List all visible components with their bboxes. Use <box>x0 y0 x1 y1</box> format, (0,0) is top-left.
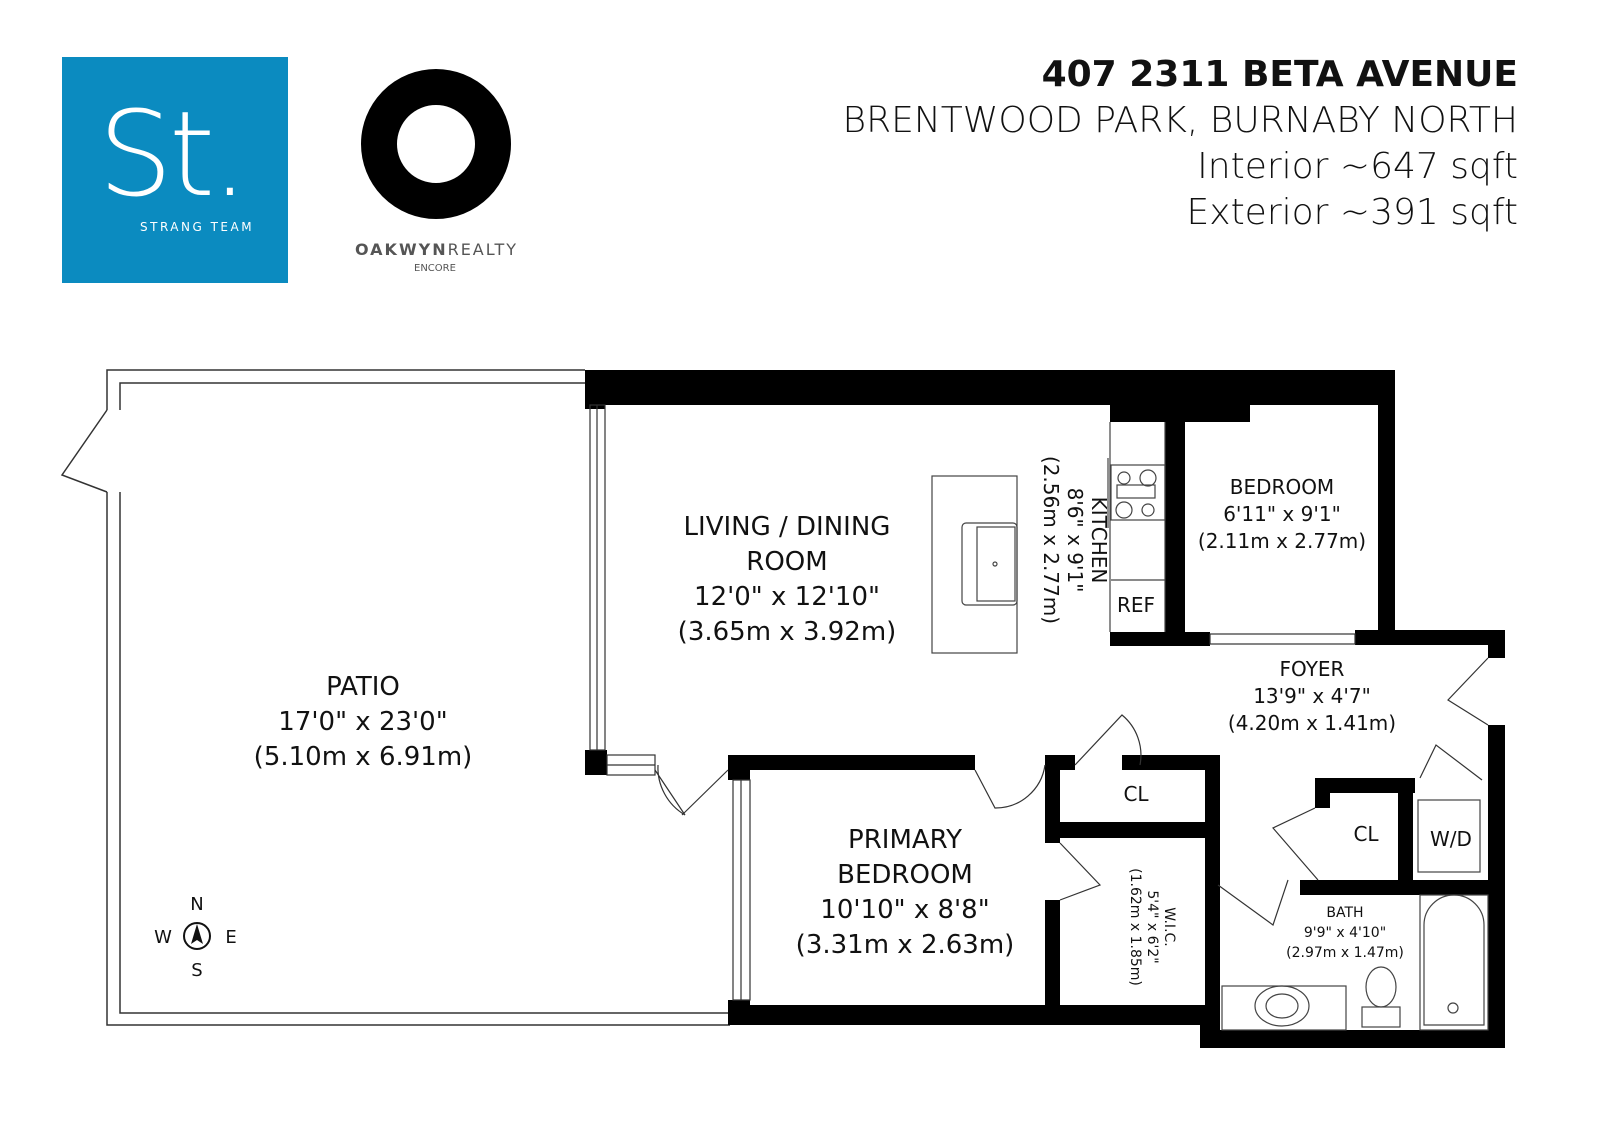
bath-metric: (2.97m x 1.47m) <box>1286 945 1404 961</box>
bedroom-imperial: 6'11" x 9'1" <box>1223 502 1341 526</box>
compass-w: W <box>154 927 172 948</box>
closet-label: CL <box>1123 782 1149 806</box>
patio-outline <box>60 369 730 1026</box>
strang-logo-mark: St. <box>98 85 249 223</box>
wic-name: W.I.C. <box>1161 907 1177 947</box>
walls <box>585 370 1505 1048</box>
sink-icon <box>1254 985 1310 1027</box>
compass-icon <box>183 922 211 950</box>
neighbourhood: BRENTWOOD PARK, BURNABY NORTH <box>842 100 1518 141</box>
bedroom-name: BEDROOM <box>1230 475 1334 499</box>
foyer-imperial: 13'9" x 4'7" <box>1253 684 1371 708</box>
strang-logo-name: STRANG TEAM <box>140 220 255 234</box>
patio-metric: (5.10m x 6.91m) <box>254 742 473 772</box>
primary-name-2: BEDROOM <box>837 860 973 890</box>
kitchen-fixtures <box>931 422 1166 654</box>
living-imperial: 12'0" x 12'10" <box>694 582 880 612</box>
living-name: LIVING / DINING <box>684 512 891 542</box>
bath-name: BATH <box>1326 905 1363 921</box>
compass-n: N <box>190 894 203 915</box>
address: 407 2311 BETA AVENUE <box>1041 54 1518 95</box>
oakwyn-logo-name: OAKWYNREALTY <box>355 240 519 259</box>
oakwyn-logo-sub: ENCORE <box>414 263 456 274</box>
windows <box>589 404 1356 1001</box>
bathtub-icon <box>1423 894 1485 1026</box>
closet-label-2: CL <box>1353 822 1379 846</box>
compass-e: E <box>225 927 236 948</box>
primary-imperial: 10'10" x 8'8" <box>820 895 989 925</box>
living-name-2: ROOM <box>746 547 827 577</box>
compass: N S W E <box>154 894 237 981</box>
living-metric: (3.65m x 3.92m) <box>678 617 897 647</box>
ref-label: REF <box>1117 593 1155 617</box>
primary-name: PRIMARY <box>848 825 962 855</box>
oakwyn-ring-icon <box>361 69 511 219</box>
doors <box>654 657 1489 926</box>
kitchen-metric: (2.56m x 2.77m) <box>1039 456 1063 624</box>
kitchen-imperial: 8'6" x 9'1" <box>1063 488 1087 593</box>
stove-icon <box>1110 464 1166 521</box>
foyer-name: FOYER <box>1280 657 1345 681</box>
sink-drain-icon <box>992 561 998 567</box>
exterior-area: Exterior ~391 sqft <box>1186 192 1518 233</box>
kitchen-name: KITCHEN <box>1087 497 1111 584</box>
listing-header: 407 2311 BETA AVENUE BRENTWOOD PARK, BUR… <box>843 52 1518 236</box>
bedroom-metric: (2.11m x 2.77m) <box>1198 529 1366 553</box>
wic-metric: (1.62m x 1.85m) <box>1127 868 1143 986</box>
washer-dryer-icon <box>1417 799 1481 873</box>
strang-team-logo: St. STRANG TEAM <box>62 57 288 283</box>
foyer-metric: (4.20m x 1.41m) <box>1228 711 1396 735</box>
washer-dryer-label: W/D <box>1430 827 1472 851</box>
compass-s: S <box>191 960 202 981</box>
bath-imperial: 9'9" x 4'10" <box>1304 925 1386 941</box>
wic-imperial: 5'4" x 6'2" <box>1144 890 1160 963</box>
toilet-icon <box>1365 966 1397 1008</box>
primary-metric: (3.31m x 2.63m) <box>796 930 1015 960</box>
bath-fixtures <box>1221 799 1489 1031</box>
patio-name: PATIO <box>326 672 400 702</box>
patio-imperial: 17'0" x 23'0" <box>278 707 447 737</box>
interior-area: Interior ~647 sqft <box>1197 146 1518 187</box>
